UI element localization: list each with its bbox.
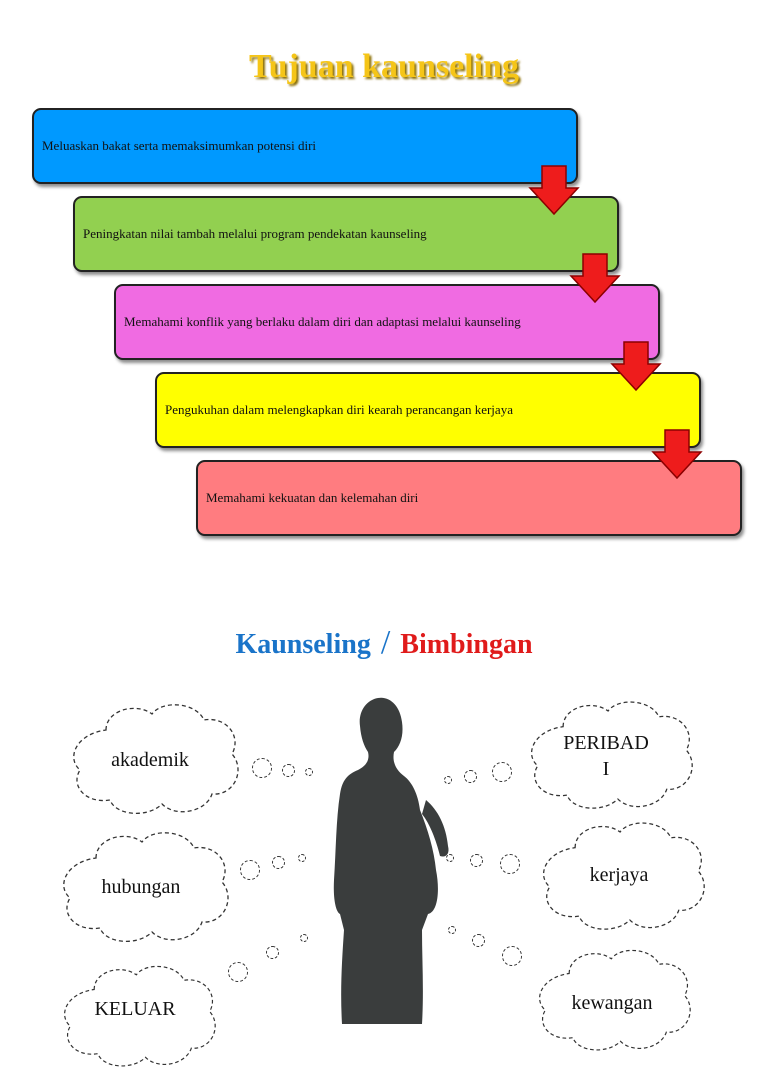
down-arrow-icon (651, 429, 703, 480)
thought-bubble (444, 776, 452, 784)
subtitle-separator: / (380, 624, 391, 661)
subtitle-kaunseling: Kaunseling (235, 629, 371, 660)
section-subtitle: Kaunseling / Bimbingan (0, 624, 768, 662)
thought-bubble (448, 926, 456, 934)
cloud-akademik (73, 704, 239, 815)
thought-bubble (464, 770, 477, 783)
step-2-box: Peningkatan nilai tambah melalui program… (73, 196, 619, 272)
thought-bubble (500, 854, 520, 874)
thought-bubble (472, 934, 485, 947)
thought-bubble (305, 768, 313, 776)
thought-bubble (300, 934, 308, 942)
step-4-label: Pengukuhan dalam melengkapkan diri keara… (165, 402, 513, 417)
down-arrow-icon (569, 253, 621, 304)
thought-bubble (252, 758, 272, 778)
thought-bubble (240, 860, 260, 880)
subtitle-bimbingan: Bimbingan (400, 629, 533, 660)
thought-bubble (470, 854, 483, 867)
cloud-hubungan-label: hubungan (101, 876, 181, 898)
thought-bubble (298, 854, 306, 862)
step-5-label: Memahami kekuatan dan kelemahan diri (206, 490, 419, 505)
thought-bubble (282, 764, 295, 777)
cloud-peribadi-label: PERIBAD I (563, 732, 649, 780)
cloud-hubungan (63, 832, 229, 943)
step-1-box: Meluaskan bakat serta memaksimumkan pote… (32, 108, 578, 184)
step-1-label: Meluaskan bakat serta memaksimumkan pote… (42, 138, 317, 153)
down-arrow-icon (610, 341, 662, 392)
person-silhouette (333, 697, 449, 1024)
cloud-akademik-label: akademik (111, 749, 189, 771)
page-title: Tujuan kaunseling (249, 48, 519, 85)
cloud-kerjaya (543, 822, 705, 930)
step-3-label: Memahami konflik yang berlaku dalam diri… (124, 314, 521, 329)
step-4-box: Pengukuhan dalam melengkapkan diri keara… (155, 372, 701, 448)
thought-bubble (446, 854, 454, 862)
down-arrow-icon (528, 165, 580, 216)
step-5-box: Memahami kekuatan dan kelemahan diri (196, 460, 742, 536)
thought-bubble (272, 856, 285, 869)
cloud-keluar-label: KELUAR (94, 998, 176, 1020)
step-3-box: Memahami konflik yang berlaku dalam diri… (114, 284, 660, 360)
cloud-kerjaya-label: kerjaya (589, 864, 649, 886)
thought-bubble (228, 962, 248, 982)
thought-bubble (492, 762, 512, 782)
cloud-kewangan-label: kewangan (571, 992, 653, 1014)
step-2-label: Peningkatan nilai tambah melalui program… (83, 226, 427, 241)
cloud-peribadi (531, 701, 693, 809)
thought-bubble (266, 946, 279, 959)
thought-bubble (502, 946, 522, 966)
